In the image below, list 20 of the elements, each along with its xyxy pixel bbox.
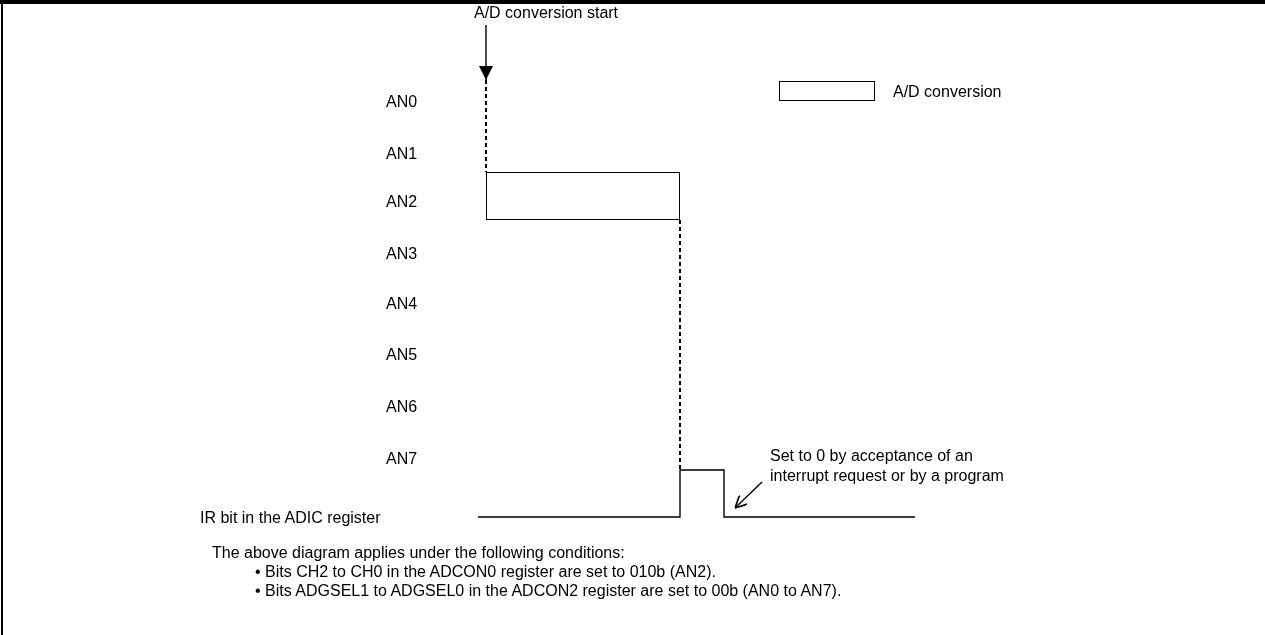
dashed-timing-line (679, 219, 681, 471)
signal-label: IR bit in the ADIC register (200, 508, 381, 527)
arrow (479, 24, 493, 81)
channel-label: AN0 (386, 92, 418, 111)
channel-label: AN5 (386, 345, 418, 364)
channel-label: AN2 (386, 192, 418, 211)
channel-label: AN6 (386, 397, 418, 416)
annotation-text: A/D conversion start (474, 3, 634, 25)
dashed-timing-line (485, 79, 487, 173)
leader-arrow (734, 481, 763, 509)
condition-item: • Bits ADGSEL1 to ADGSEL0 in the ADCON2 register are set to 00b (AN0 to AN7). (255, 581, 842, 600)
channel-label: AN4 (386, 294, 418, 313)
channel-label: AN7 (386, 449, 418, 468)
channel-label: AN3 (386, 244, 418, 263)
channel-label: AN1 (386, 144, 418, 163)
conversion-period-box (486, 172, 680, 220)
annotation-text: Set to 0 by acceptance of an interrupt request or by a program (770, 446, 1015, 490)
condition-item: • Bits CH2 to CH0 in the ADCON0 register are set to 010b (AN2). (255, 562, 716, 581)
note-text: The above diagram applies under the following conditions: (212, 543, 625, 562)
legend-entry: A/D conversion (779, 81, 1002, 101)
